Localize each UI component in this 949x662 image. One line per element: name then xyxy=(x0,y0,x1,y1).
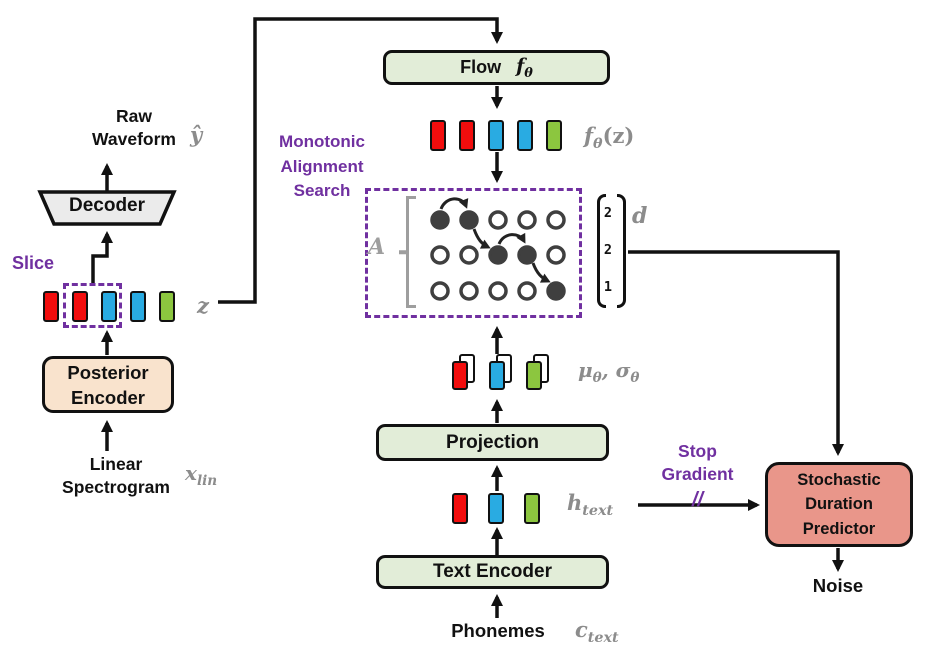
alignment-cell-empty xyxy=(546,245,566,265)
A-label: A xyxy=(368,234,386,260)
fz-label: fθ(z) xyxy=(584,123,635,153)
mu-sigma-blocks xyxy=(452,354,549,390)
alignment-cell-filled xyxy=(517,245,537,265)
decoder-trapezoid xyxy=(37,190,177,226)
alignment-cell-empty xyxy=(517,281,537,301)
stochastic-duration-predictor-box: Stochastic Duration Predictor xyxy=(765,462,913,547)
text-encoder-box: Text Encoder xyxy=(376,555,609,589)
x-lin-label: xlin xyxy=(185,461,218,489)
posterior-encoder-box: Posterior Encoder xyxy=(42,356,174,413)
z-label: z xyxy=(197,293,209,318)
blue-block-pair xyxy=(489,354,512,390)
alignment-cell-filled xyxy=(488,245,508,265)
projection-box: Projection xyxy=(376,424,609,461)
noise-label: Noise xyxy=(812,575,864,596)
arrow-slice-to-decoder xyxy=(91,231,113,284)
htext-label: htext xyxy=(567,490,614,520)
alignment-path-arrows xyxy=(439,197,551,283)
mu-sigma-label: μθ, σθ xyxy=(578,358,640,386)
d-vector-left-bracket xyxy=(597,194,606,308)
alignment-cell-empty xyxy=(488,281,508,301)
htext-blocks xyxy=(452,493,540,524)
green-block xyxy=(159,291,175,322)
blue-block xyxy=(517,120,533,151)
stop-gradient-slash: // xyxy=(692,489,704,511)
green-block-pair xyxy=(526,354,549,390)
ctext-label: ctext xyxy=(575,617,619,647)
fz-blocks xyxy=(430,120,562,151)
alignment-cell-empty xyxy=(430,245,450,265)
red-block xyxy=(452,493,468,524)
alignment-cell-empty xyxy=(517,210,537,230)
duration-value: 2 xyxy=(603,241,613,258)
alignment-cell-empty xyxy=(546,210,566,230)
duration-values: 2 2 1 xyxy=(598,194,618,306)
red-block xyxy=(72,291,88,322)
red-block xyxy=(430,120,446,151)
linear-spectrogram-label: Linear Spectrogram xyxy=(62,454,170,497)
d-label: d xyxy=(632,203,648,229)
blue-block xyxy=(130,291,146,322)
alignment-cell-empty xyxy=(459,281,479,301)
mas-label: Monotonic Alignment Search xyxy=(279,132,365,200)
alignment-cell-empty xyxy=(459,245,479,265)
arrow-z-to-flow xyxy=(218,17,503,304)
red-block xyxy=(43,291,59,322)
red-block xyxy=(459,120,475,151)
alignment-cell-empty xyxy=(430,281,450,301)
flow-box: Flow fθ xyxy=(383,50,610,85)
duration-value: 1 xyxy=(603,279,613,296)
alignment-cell-filled xyxy=(459,210,479,230)
slice-dashed-box xyxy=(63,283,122,328)
green-block xyxy=(524,493,540,524)
decoder-label: Decoder xyxy=(68,195,146,216)
blue-block xyxy=(101,291,117,322)
arrow-d-to-sdp xyxy=(628,250,844,456)
d-vector-right-bracket xyxy=(617,194,626,308)
stop-gradient-label: Stop Gradient xyxy=(661,441,734,484)
alignment-cell-filled xyxy=(430,210,450,230)
A-bracket xyxy=(406,196,416,308)
blue-block xyxy=(488,493,504,524)
slice-label: Slice xyxy=(12,253,55,273)
raw-waveform-label: Raw Waveform xyxy=(92,106,176,149)
monotonic-alignment-box xyxy=(365,188,582,318)
alignment-cell-empty xyxy=(488,210,508,230)
green-block xyxy=(546,120,562,151)
duration-value: 2 xyxy=(603,204,613,221)
blue-block xyxy=(488,120,504,151)
phonemes-label: Phonemes xyxy=(451,620,545,641)
y-hat-label: ŷ xyxy=(190,122,203,147)
z-blocks xyxy=(43,291,175,322)
alignment-cell-filled xyxy=(546,281,566,301)
alignment-matrix-grid xyxy=(430,210,566,301)
red-block-pair xyxy=(452,354,475,390)
